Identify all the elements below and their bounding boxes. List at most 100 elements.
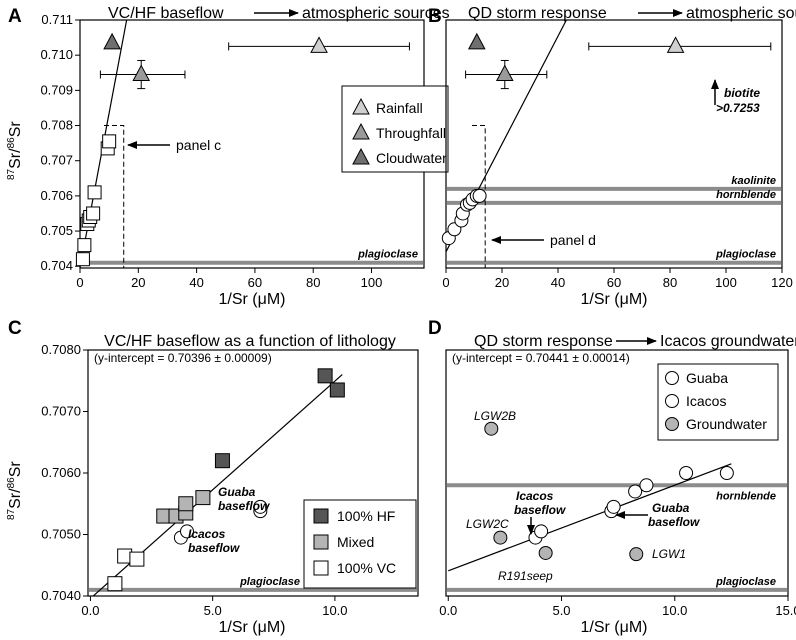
data-point-circle <box>534 524 549 539</box>
data-point-square <box>329 382 345 398</box>
x-tick-label: 60 <box>248 275 262 290</box>
panel-title-suffix: atmospheric sources <box>686 5 796 22</box>
mineral-label: hornblende <box>716 189 776 201</box>
legend-label: Mixed <box>337 534 374 550</box>
y-tick-label: 0.710 <box>40 47 73 62</box>
data-point-square <box>87 185 102 200</box>
zoom-box <box>104 125 125 268</box>
annotation-text: baseflow <box>514 503 566 517</box>
biotite-label: biotite <box>724 86 760 100</box>
x-tick-label: 5.0 <box>204 603 222 618</box>
data-point-square <box>77 238 92 253</box>
y-tick-label: 0.705 <box>40 223 73 238</box>
y-tick-label: 0.708 <box>40 118 73 133</box>
y-tick-label: 0.7050 <box>41 527 81 542</box>
y-tick-label: 0.707 <box>40 153 73 168</box>
annotation-text: Icacos <box>188 527 226 541</box>
data-point-circle <box>629 547 644 562</box>
x-tick-label: 10.0 <box>662 603 687 618</box>
regression-line <box>448 463 732 572</box>
y-tick-label: 0.7060 <box>41 465 81 480</box>
data-point-square <box>214 453 230 469</box>
x-tick-label: 0 <box>76 275 83 290</box>
panel-letter: D <box>428 318 442 339</box>
panel-title-suffix: atmospheric sources <box>302 5 450 22</box>
x-tick-label: 40 <box>189 275 203 290</box>
annotation-text: baseflow <box>648 515 700 529</box>
annotation-text: Guaba <box>218 485 256 499</box>
annotation-text: panel c <box>176 137 221 153</box>
x-tick-label: 0.0 <box>81 603 99 618</box>
legend-label: Groundwater <box>686 416 767 432</box>
data-point-square <box>75 252 90 267</box>
x-tick-label: 120 <box>771 275 793 290</box>
y-axis-label: 87Sr/86Sr <box>6 121 24 180</box>
data-point-circle <box>719 466 734 480</box>
data-point-circle <box>628 484 643 499</box>
point-label: LGW1 <box>652 547 686 561</box>
data-point-triangle <box>352 97 370 115</box>
data-point-square <box>86 206 101 221</box>
data-point-triangle <box>132 64 151 82</box>
legend-marker <box>665 417 679 431</box>
biotite-value: >0.7253 <box>716 101 760 115</box>
point-label: LGW2B <box>474 409 516 423</box>
panel-c: CVC/HF baseflow as a function of litholo… <box>6 318 419 636</box>
y-tick-label: 0.7070 <box>41 404 81 419</box>
data-point-square <box>178 496 194 512</box>
data-point-circle <box>493 530 508 545</box>
x-axis-label: 1/Sr (μM) <box>581 619 648 636</box>
y-tick-label: 0.7080 <box>41 342 81 357</box>
mineral-label: plagioclase <box>715 576 776 588</box>
plot-frame <box>445 19 783 269</box>
data-point-triangle <box>467 32 486 50</box>
data-point-circle <box>639 478 654 493</box>
x-tick-label: 20 <box>131 275 145 290</box>
data-point-triangle <box>103 32 121 50</box>
annotation-text: baseflow <box>218 499 270 513</box>
y-axis-label: 87Sr/86Sr <box>6 461 24 520</box>
annotation-text: Icacos <box>516 489 554 503</box>
x-axis-label: 1/Sr (μM) <box>219 291 286 308</box>
x-tick-label: 80 <box>663 275 677 290</box>
x-tick-label: 100 <box>361 275 383 290</box>
legend-marker <box>313 508 329 524</box>
x-tick-label: 0.0 <box>439 603 457 618</box>
legend-label: Cloudwater <box>376 150 447 166</box>
y-tick-label: 0.709 <box>40 82 73 97</box>
mineral-label: kaolinite <box>731 175 776 187</box>
intercept-text: (y-intercept = 0.70396 ± 0.00009) <box>94 351 272 365</box>
data-point-circle <box>253 499 268 514</box>
legend-marker <box>313 560 329 576</box>
mineral-label: plagioclase <box>715 249 776 261</box>
data-point-square <box>107 576 123 592</box>
zoom-box <box>472 125 486 268</box>
point-label: LGW2C <box>466 517 509 531</box>
panel-letter: B <box>428 6 442 27</box>
x-tick-label: 20 <box>495 275 509 290</box>
legend-label: 100% HF <box>337 508 395 524</box>
annotation-text: panel d <box>550 232 596 248</box>
data-point-square <box>317 368 333 384</box>
mineral-label: hornblende <box>716 490 776 502</box>
data-point-square <box>195 490 211 506</box>
legend-label: 100% VC <box>337 560 396 576</box>
legend-marker <box>665 394 679 408</box>
x-tick-label: 40 <box>551 275 565 290</box>
point-label: R191seep <box>498 569 553 583</box>
data-point-circle <box>484 421 499 436</box>
data-point-circle <box>472 188 487 203</box>
data-point-triangle <box>310 36 328 53</box>
annotation-text: baseflow <box>188 541 240 555</box>
legend-label: Rainfall <box>376 100 423 116</box>
panel-letter: A <box>8 6 22 27</box>
panel-title: VC/HF baseflow as a function of litholog… <box>104 333 396 350</box>
legend-marker <box>665 371 679 385</box>
legend-label: Throughfall <box>376 125 446 141</box>
mineral-label: plagioclase <box>357 249 418 261</box>
x-tick-label: 80 <box>306 275 320 290</box>
